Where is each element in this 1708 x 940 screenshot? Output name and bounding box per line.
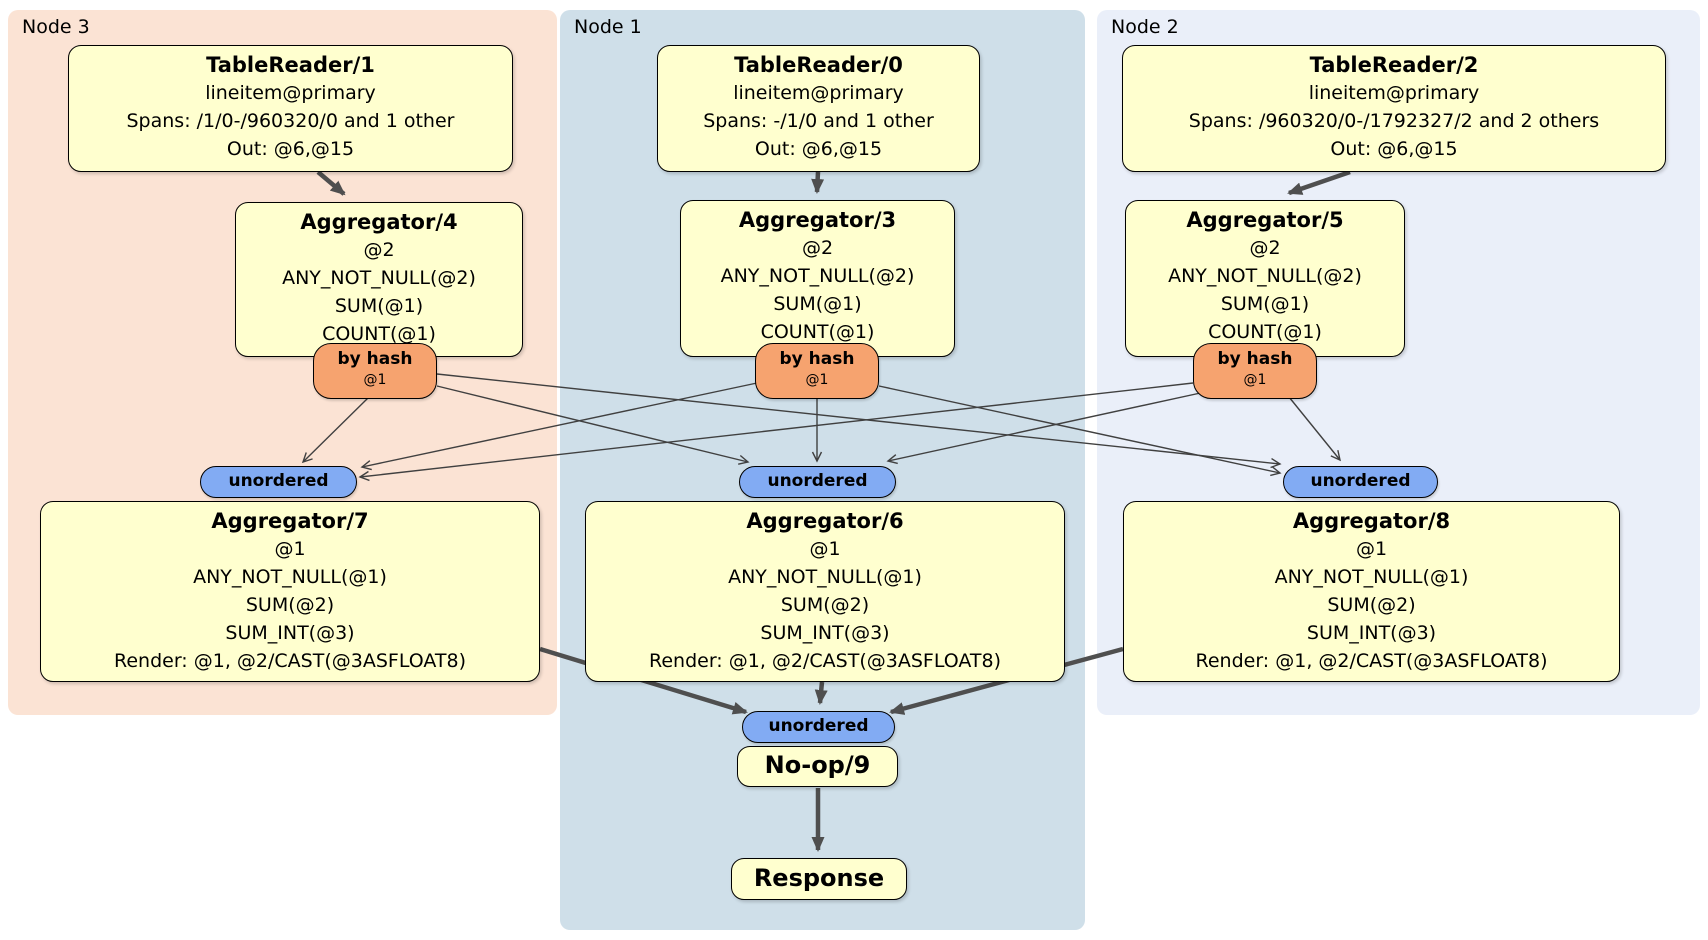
processor-aggregator-6: Aggregator/6 @1 ANY_NOT_NULL(@1) SUM(@2)…: [585, 501, 1065, 682]
processor-tablereader-0: TableReader/0 lineitem@primary Spans: -/…: [657, 45, 980, 172]
processor-title: Aggregator/6: [746, 509, 904, 533]
processor-line: SUM(@1): [1220, 293, 1310, 315]
edge-aggregator6-to-final-stream: [814, 681, 828, 705]
stream-unordered-node3: unordered: [200, 466, 357, 498]
processor-line: Render: @1, @2/CAST(@3ASFLOAT8): [649, 650, 1001, 672]
processor-tablereader-1: TableReader/1 lineitem@primary Spans: /1…: [68, 45, 513, 172]
processor-line: SUM_INT(@3): [760, 622, 890, 644]
processor-aggregator-3: Aggregator/3 @2 ANY_NOT_NULL(@2) SUM(@1)…: [680, 200, 955, 357]
router-label: by hash: [1217, 349, 1293, 369]
processor-title: Aggregator/7: [211, 509, 369, 533]
processor-aggregator-8: Aggregator/8 @1 ANY_NOT_NULL(@1) SUM(@2)…: [1123, 501, 1620, 682]
processor-aggregator-7: Aggregator/7 @1 ANY_NOT_NULL(@1) SUM(@2)…: [40, 501, 540, 682]
edge-hash1-to-stream2: [878, 385, 1282, 477]
edge-hash3-to-stream3: [301, 397, 369, 464]
processor-line: ANY_NOT_NULL(@1): [728, 566, 922, 588]
processor-line: lineitem@primary: [205, 82, 376, 104]
node2-label: Node 2: [1111, 16, 1179, 38]
processor-line: SUM(@1): [773, 293, 862, 315]
stream-unordered-node1: unordered: [739, 466, 896, 498]
stream-unordered-node2: unordered: [1283, 466, 1438, 498]
stream-unordered-final: unordered: [742, 711, 895, 743]
processor-response: Response: [731, 858, 907, 900]
processor-line: Render: @1, @2/CAST(@3ASFLOAT8): [114, 650, 466, 672]
processor-title: Aggregator/5: [1186, 208, 1344, 232]
node3-label: Node 3: [22, 16, 90, 38]
edge-tablereader0-to-aggregator3: [811, 171, 825, 194]
processor-line: lineitem@primary: [733, 82, 904, 104]
edge-tablereader1-to-aggregator4: [316, 170, 346, 196]
processor-line: SUM_INT(@3): [1306, 622, 1437, 644]
processor-line: @2: [801, 237, 834, 259]
processor-title: No-op/9: [764, 751, 871, 779]
processor-title: Response: [753, 864, 885, 892]
processor-line: SUM(@2): [1327, 594, 1416, 616]
processor-line: Out: @6,@15: [226, 138, 355, 160]
edge-hash3-to-stream1: [436, 385, 750, 465]
processor-line: Out: @6,@15: [754, 138, 883, 160]
processor-noop-9: No-op/9: [737, 746, 898, 787]
processor-line: SUM(@1): [334, 295, 424, 317]
processor-line: @1: [274, 538, 306, 560]
processor-line: Spans: /1/0-/960320/0 and 1 other: [126, 110, 455, 132]
processor-line: SUM(@2): [780, 594, 870, 616]
processor-title: TableReader/0: [734, 53, 903, 77]
processor-title: Aggregator/3: [738, 208, 897, 232]
processor-line: @1: [809, 538, 841, 560]
router-by-hash-node2: by hash @1: [1193, 343, 1317, 399]
router-columns: @1: [363, 372, 387, 388]
router-by-hash-node3: by hash @1: [313, 343, 437, 399]
edge-hash3-to-stream2: [436, 373, 1282, 469]
processor-line: Out: @6,@15: [1330, 138, 1458, 160]
processor-line: ANY_NOT_NULL(@2): [282, 267, 476, 289]
processor-aggregator-4: Aggregator/4 @2 ANY_NOT_NULL(@2) SUM(@1)…: [235, 202, 523, 357]
processor-line: ANY_NOT_NULL(@2): [1168, 265, 1362, 287]
processor-line: Spans: /960320/0-/1792327/2 and 2 others: [1188, 110, 1600, 132]
processor-line: SUM(@2): [245, 594, 335, 616]
edge-tablereader2-to-aggregator5: [1287, 169, 1351, 196]
processor-line: lineitem@primary: [1308, 82, 1480, 104]
processor-line: ANY_NOT_NULL(@1): [193, 566, 387, 588]
edge-hash2-to-stream1: [886, 391, 1206, 465]
processor-aggregator-5: Aggregator/5 @2 ANY_NOT_NULL(@2) SUM(@1)…: [1125, 200, 1405, 357]
processor-line: Render: @1, @2/CAST(@3ASFLOAT8): [1195, 650, 1548, 672]
router-columns: @1: [1243, 372, 1267, 388]
processor-line: @1: [1355, 538, 1388, 560]
processor-line: @2: [363, 239, 395, 261]
node1-label: Node 1: [574, 16, 642, 38]
processor-line: ANY_NOT_NULL(@1): [1274, 566, 1469, 588]
processor-title: Aggregator/4: [300, 210, 458, 234]
processor-title: Aggregator/8: [1292, 509, 1451, 533]
processor-title: TableReader/1: [206, 53, 375, 77]
processor-line: @2: [1249, 237, 1281, 259]
processor-line: COUNT(@1): [322, 323, 436, 345]
processor-line: SUM_INT(@3): [225, 622, 355, 644]
edge-hash2-to-stream2: [1288, 396, 1341, 462]
processor-line: ANY_NOT_NULL(@2): [720, 265, 915, 287]
edge-hash2-to-stream3: [358, 382, 1194, 482]
processor-line: COUNT(@1): [760, 321, 875, 343]
router-label: by hash: [337, 349, 413, 369]
edge-hash1-to-stream3: [360, 382, 758, 471]
processor-line: Spans: -/1/0 and 1 other: [703, 110, 934, 132]
router-columns: @1: [805, 372, 829, 388]
processor-line: COUNT(@1): [1208, 321, 1322, 343]
router-label: by hash: [779, 349, 855, 369]
router-by-hash-node1: by hash @1: [755, 343, 879, 399]
processor-tablereader-2: TableReader/2 lineitem@primary Spans: /9…: [1122, 45, 1666, 172]
processor-title: TableReader/2: [1309, 53, 1479, 77]
